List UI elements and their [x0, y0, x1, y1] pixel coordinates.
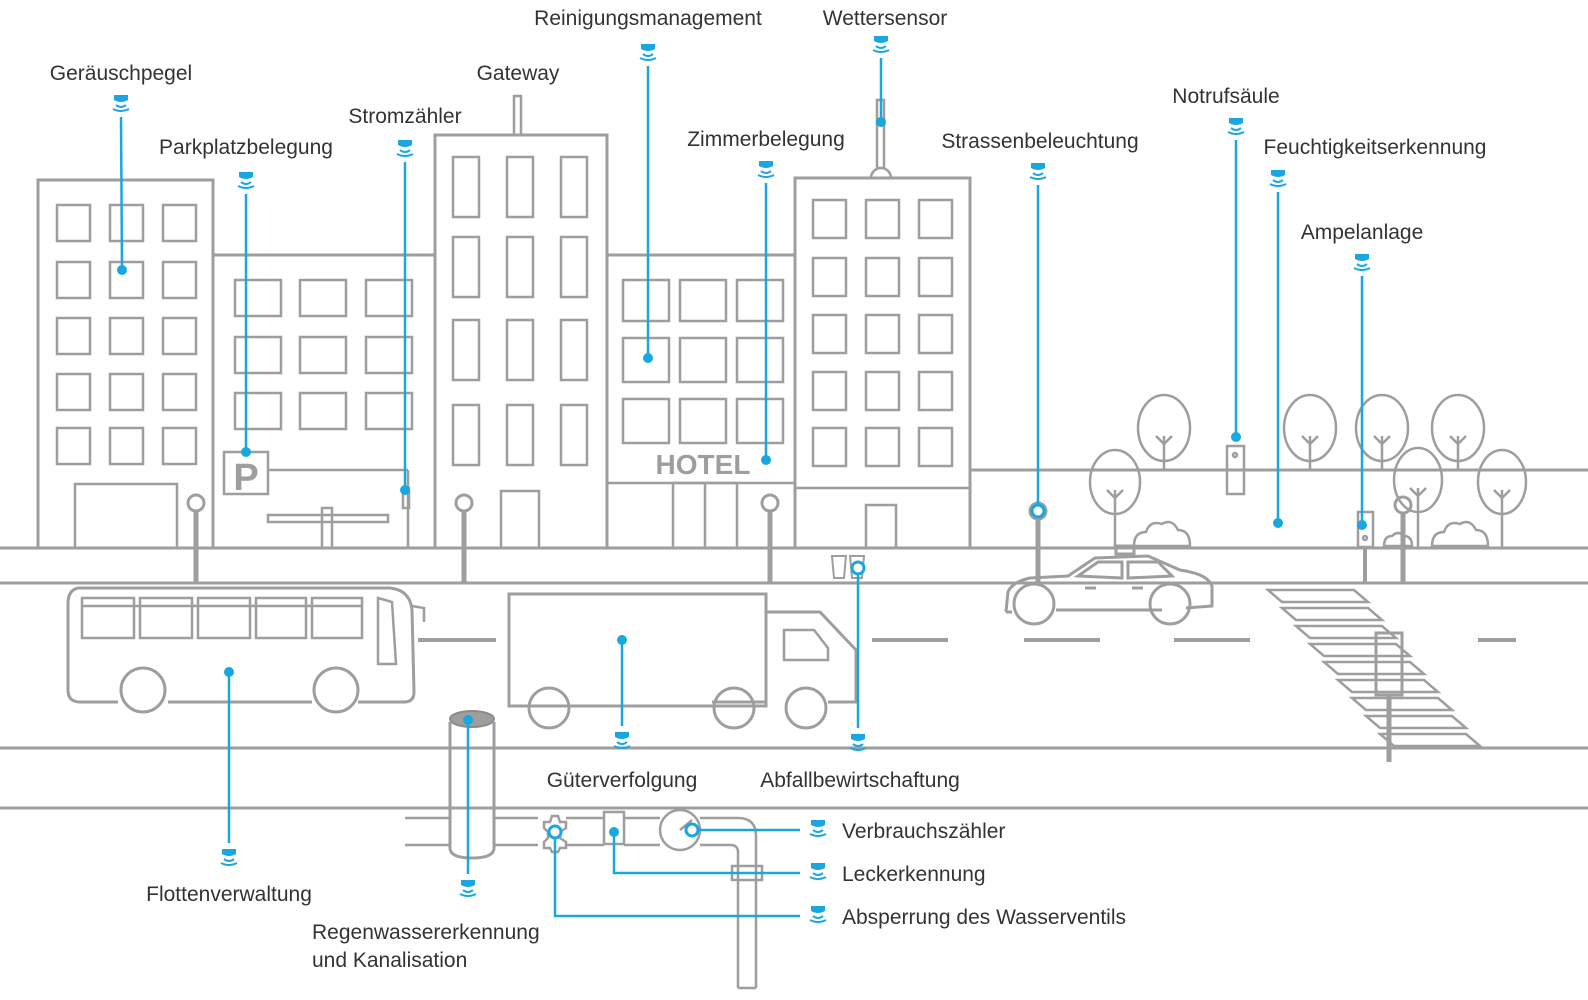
label-regenwasser-line1: Regenwassererkennung [312, 921, 540, 944]
sensor-wave-icon [220, 849, 238, 866]
label-notrufsaeule: Notrufsäule [1172, 85, 1280, 108]
endpoint-gueterverfolgung [617, 635, 627, 645]
building-1 [36, 178, 215, 550]
sensor-wave-icon [639, 44, 657, 61]
label-gateway: Gateway [476, 62, 560, 85]
endpoint-ampelanlage [1357, 520, 1367, 530]
sensor-wave-icon [1353, 254, 1371, 271]
label-reinigungsmanagement: Reinigungsmanagement [534, 7, 762, 30]
label-absperrung: Absperrung des Wasserventils [842, 906, 1127, 929]
building-3-gateway [433, 94, 609, 550]
label-verbrauchszaehler: Verbrauchszähler [842, 820, 1006, 843]
sensor-wave-icon [112, 95, 130, 112]
sensor-wave-icon [1269, 170, 1287, 187]
sensor-wave-icon [396, 140, 414, 157]
parking-sign: P [233, 457, 258, 499]
bushes [1132, 520, 1490, 548]
sensor-wave-icon [809, 906, 827, 923]
endpoint-zimmerbelegung [761, 455, 771, 465]
label-geraeuschpegel: Geräuschpegel [49, 62, 193, 85]
endpoint-abfallbewirtschaftung [850, 560, 866, 576]
taxi [1004, 544, 1214, 626]
endpoint-parkplatzbelegung [241, 447, 251, 457]
endpoint-feuchtigkeitserkennung [1273, 518, 1283, 528]
sensor-wave-icon [872, 36, 890, 53]
sensor-wave-icon [459, 880, 477, 897]
label-regenwasser: Regenwassererkennung und Kanalisation [312, 919, 540, 976]
leader-absperrung [553, 832, 800, 918]
label-abfallbewirtschaftung: Abfallbewirtschaftung [760, 769, 960, 792]
trees [1088, 393, 1528, 548]
label-wettersensor: Wettersensor [822, 7, 948, 30]
sensor-wave-icon [613, 732, 631, 749]
label-gueterverfolgung: Güterverfolgung [546, 769, 698, 792]
label-parkplatzbelegung: Parkplatzbelegung [159, 136, 333, 159]
endpoint-flottenverwaltung [224, 667, 234, 677]
emergency-pillar [1225, 444, 1246, 496]
label-regenwasser-line2: und Kanalisation [312, 949, 468, 973]
endpoint-geraeuschpegel [117, 265, 127, 275]
endpoint-leckerkennung [609, 827, 619, 837]
label-ampelanlage: Ampelanlage [1300, 221, 1424, 244]
hotel-sign: HOTEL [656, 449, 751, 480]
label-feuchtigkeitserkennung: Feuchtigkeitserkennung [1263, 136, 1487, 159]
leader-leckerkennung [612, 832, 800, 875]
water-pipes [405, 808, 764, 990]
sensor-wave-icon [809, 820, 827, 837]
sensor-icons [112, 36, 1371, 923]
label-strassenbeleuchtung: Strassenbeleuchtung [941, 130, 1139, 153]
endpoint-notrufsaeule [1231, 432, 1241, 442]
endpoint-wettersensor [876, 117, 886, 127]
endpoint-absperrung [547, 824, 563, 840]
leader-lines [119, 58, 1364, 918]
rain-barrel [448, 722, 496, 860]
label-zimmerbelegung: Zimmerbelegung [687, 128, 845, 151]
building-5 [793, 98, 972, 550]
crosswalk [1264, 588, 1484, 748]
sensor-wave-icon [809, 863, 827, 880]
label-stromzaehler: Stromzähler [348, 105, 462, 128]
sensor-wave-icon [1227, 118, 1245, 135]
sensor-wave-icon [1029, 163, 1047, 180]
traffic-light-large [1374, 631, 1404, 762]
sensor-wave-icon [237, 172, 255, 189]
street-lamps [186, 493, 1413, 583]
bus [66, 586, 426, 714]
sensor-wave-icon [849, 734, 867, 751]
endpoint-regenwasser [463, 715, 473, 725]
traffic-light [1356, 510, 1375, 583]
endpoint-reinigungsmanagement [643, 353, 653, 363]
endpoint-verbrauchszaehler [684, 822, 700, 838]
leader-geraeuschpegel [119, 116, 124, 271]
endpoint-strassenbeleuchtung [1030, 503, 1046, 519]
label-leckerkennung: Leckerkennung [842, 863, 986, 886]
endpoint-stromzaehler [400, 485, 410, 495]
truck [507, 592, 858, 730]
sensor-wave-icon [757, 161, 775, 178]
label-flottenverwaltung: Flottenverwaltung [146, 883, 312, 906]
